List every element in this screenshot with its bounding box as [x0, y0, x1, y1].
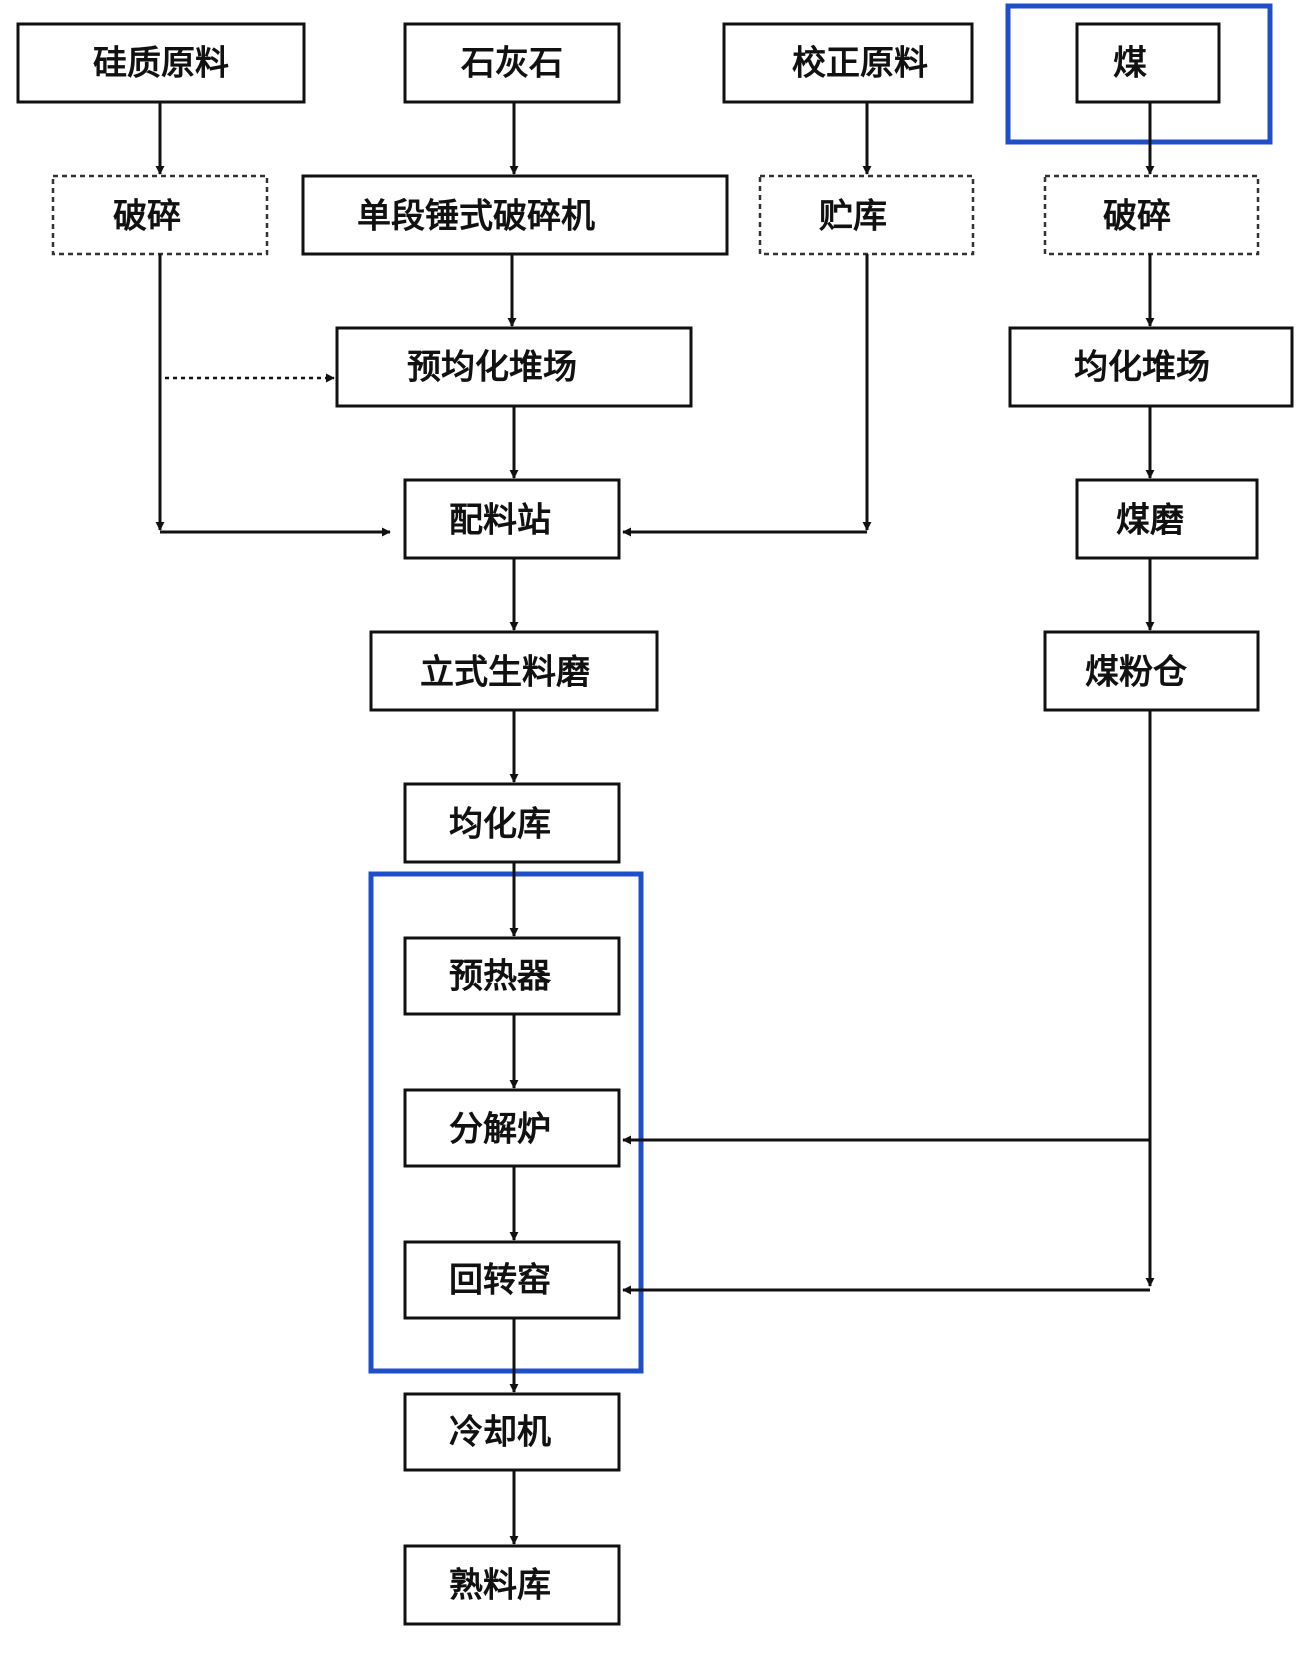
calciner-label: 分解炉 [449, 1110, 551, 1150]
coal-label: 煤 [1113, 44, 1147, 84]
storage-label: 贮库 [819, 197, 887, 237]
vertical-raw-mill-box [369, 630, 659, 712]
rotary-kiln-label: 回转窑 [449, 1261, 551, 1301]
coal-highlight-frame [1005, 3, 1273, 145]
storage-box [758, 174, 975, 256]
homogenization-yard-label: 均化堆场 [1074, 348, 1210, 388]
prehomogenization-yard-box [335, 326, 693, 408]
cooler-label: 冷却机 [449, 1413, 551, 1453]
crushing-2-box [1043, 174, 1260, 256]
coal-box [1075, 22, 1221, 104]
crushing-1-box [51, 174, 269, 256]
rotary-kiln-box [403, 1240, 621, 1320]
hammer-crusher-label: 单段锤式破碎机 [357, 197, 595, 237]
pulverized-coal-bin-label: 煤粉仓 [1085, 653, 1188, 693]
homogenization-silo-box [403, 782, 621, 864]
kiln-system-highlight-frame [368, 871, 644, 1374]
vertical-raw-mill-label: 立式生料磨 [420, 653, 590, 693]
siliceous-raw-box [16, 22, 306, 104]
limestone-label: 石灰石 [460, 44, 563, 84]
prehomogenization-yard-label: 预均化堆场 [407, 348, 577, 388]
coal-mill-box [1075, 478, 1259, 560]
cooler-box [403, 1392, 621, 1472]
homogenization-yard-box [1008, 326, 1294, 408]
siliceous-raw-label: 硅质原料 [93, 44, 229, 84]
correction-raw-box [722, 22, 974, 104]
clinker-silo-label: 熟料库 [449, 1566, 551, 1606]
preheater-label: 预热器 [449, 957, 552, 997]
limestone-box [403, 22, 621, 104]
crushing-2-label: 破碎 [1103, 197, 1171, 237]
crushing-1-label: 破碎 [113, 197, 181, 237]
pulverized-coal-bin-box [1043, 630, 1260, 712]
preheater-box [403, 936, 621, 1016]
correction-raw-label: 校正原料 [792, 44, 928, 84]
clinker-silo-box [403, 1544, 621, 1626]
calciner-box [403, 1088, 621, 1168]
hammer-crusher-box [301, 174, 729, 256]
coal-mill-label: 煤磨 [1116, 501, 1184, 541]
homogenization-silo-label: 均化库 [449, 805, 551, 845]
batching-station-label: 配料站 [449, 501, 551, 541]
batching-station-box [403, 478, 621, 560]
